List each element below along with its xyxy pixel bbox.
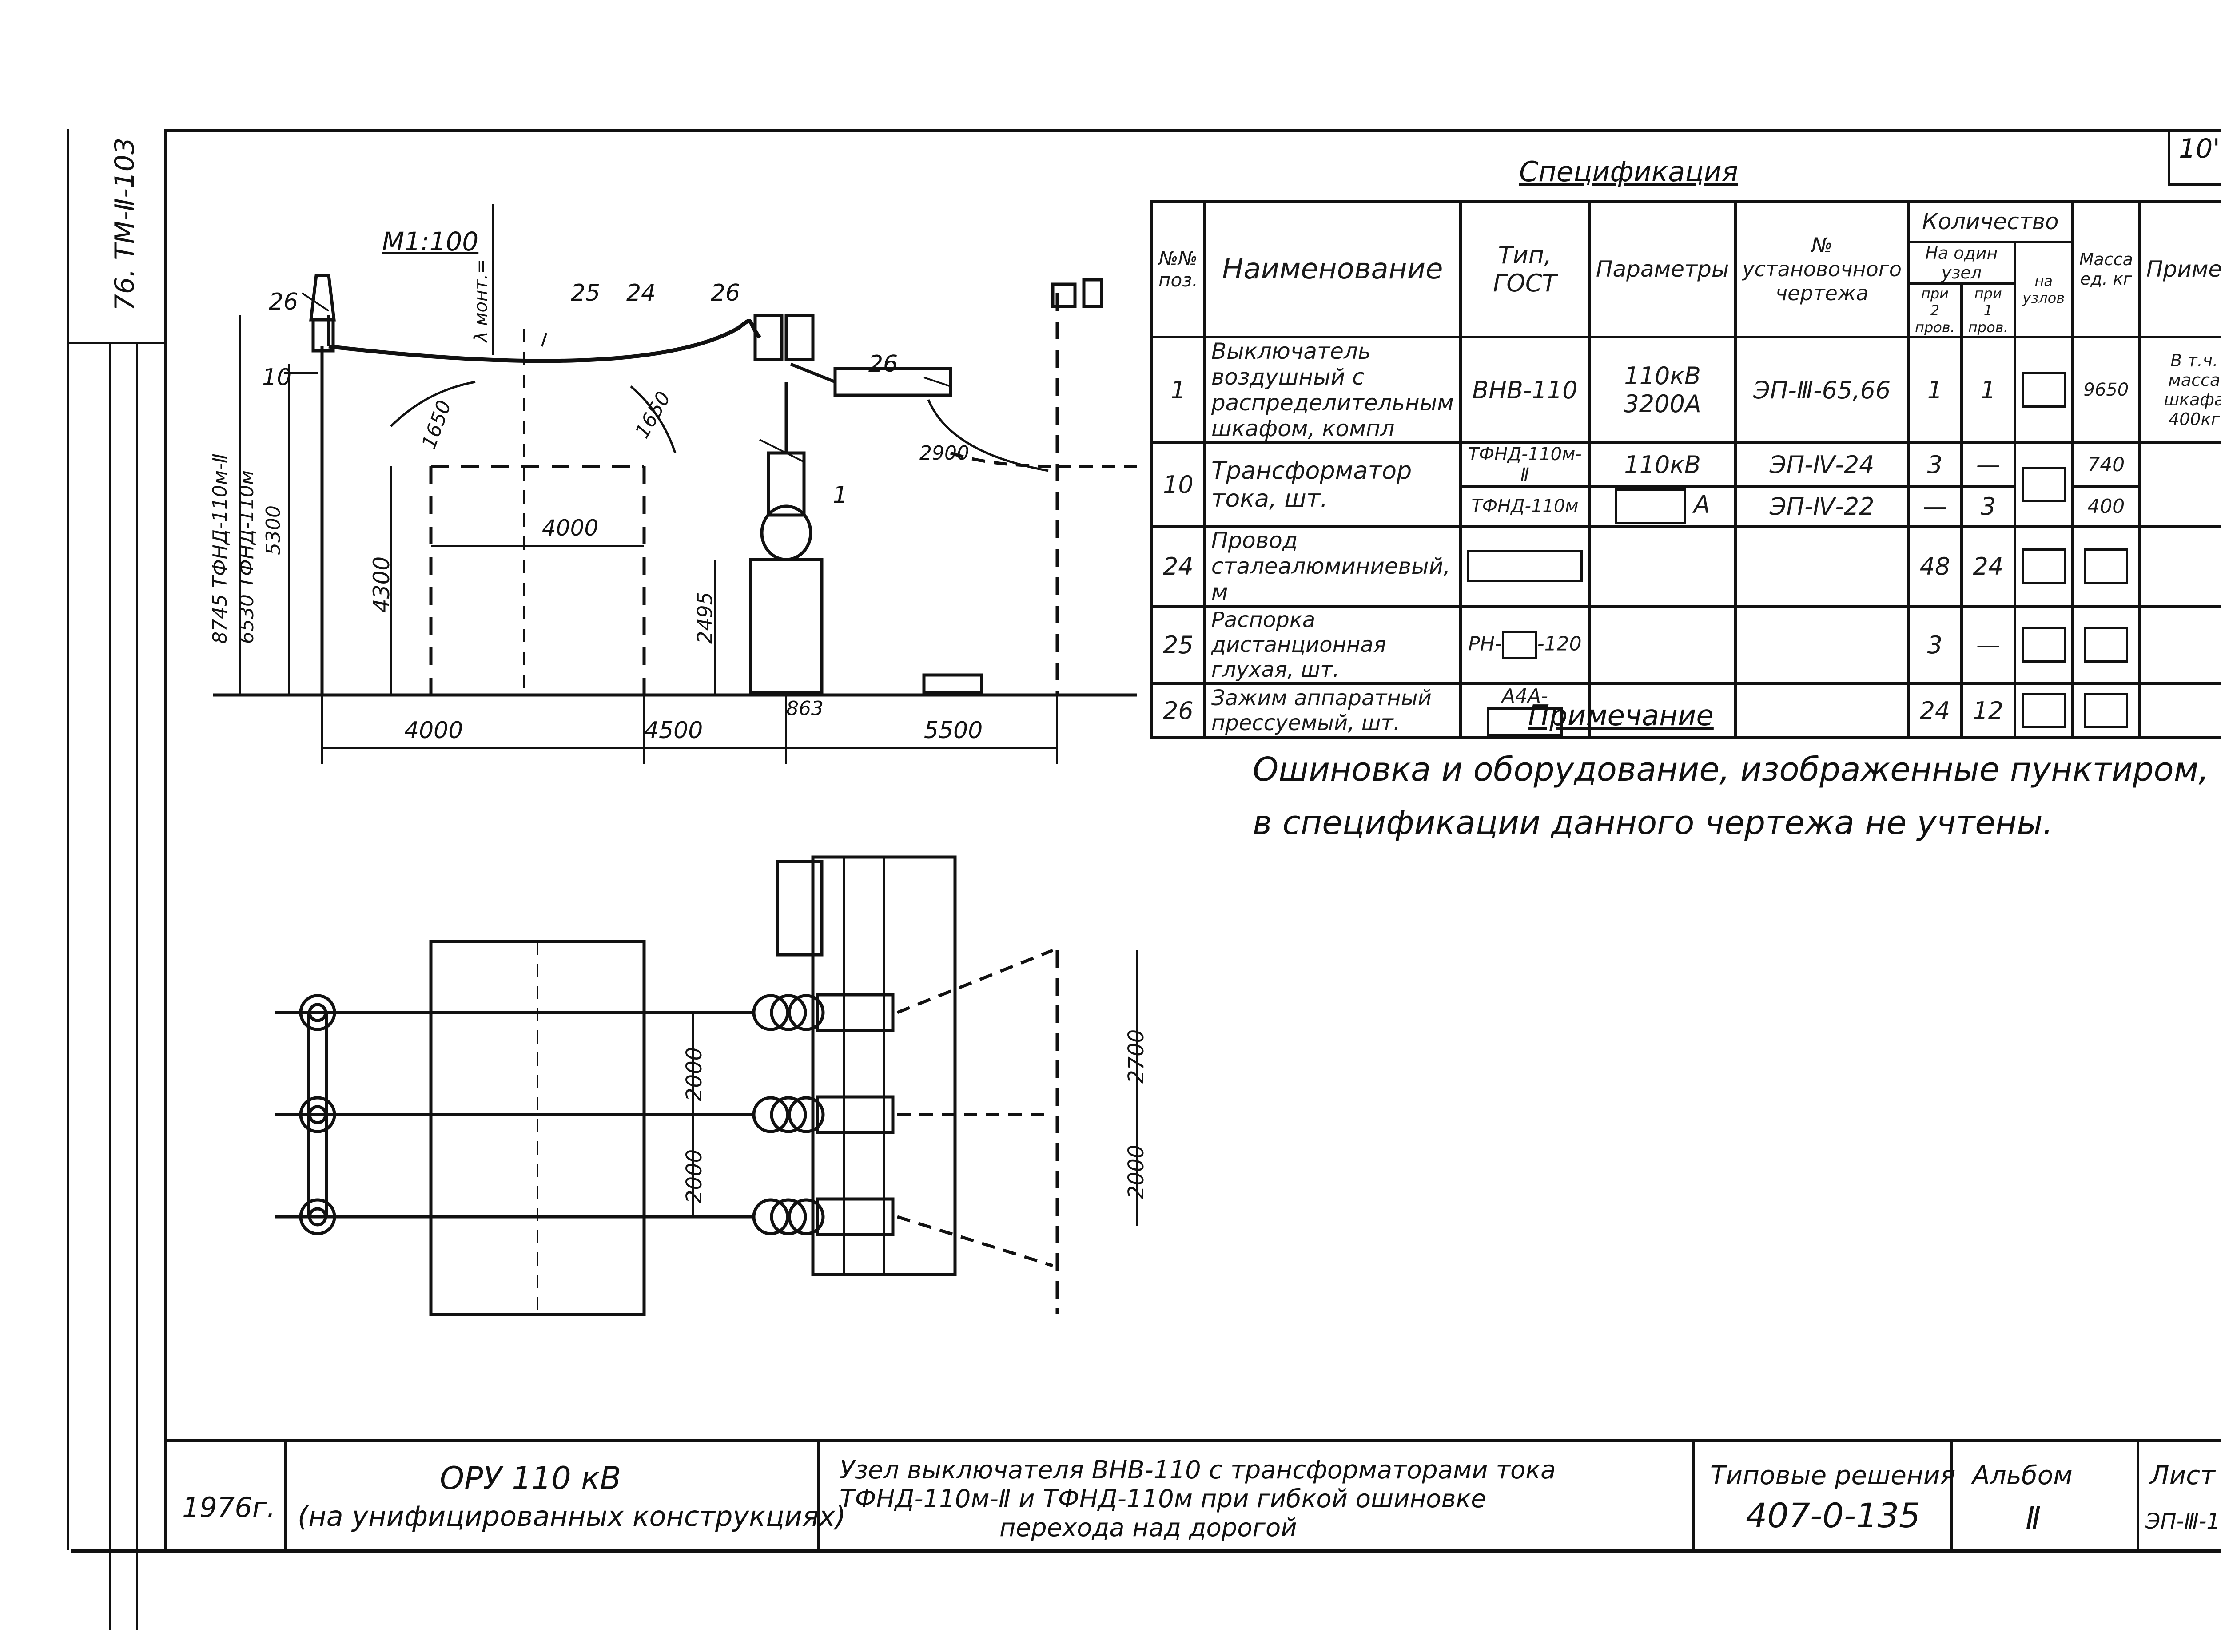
empty-cell-box (2021, 467, 2066, 502)
note-line-2: в спецификации данного чертежа не учтены… (1253, 804, 2054, 842)
side-stamp: 76. ТМ-Ⅱ-103 (109, 137, 141, 311)
sheet-label: Лист (2150, 1460, 2215, 1490)
corner-mark-box-h (2168, 183, 2221, 186)
dim-6530: 6530 ТФНД-110м (235, 470, 258, 644)
description-1: Узел выключателя ВНВ-110 с трансформатор… (840, 1456, 1556, 1485)
frame-left (164, 129, 167, 1550)
hdr-type: Тип, ГОСТ (1459, 200, 1591, 338)
table-row: 25 Распорка дистанционная глухая, шт. РН… (1150, 605, 2221, 685)
empty-cell-box (2021, 627, 2066, 663)
hdr-num: №№ поз. (1150, 200, 1206, 338)
table-row: 1 Выключатель воздушный с распределитель… (1150, 336, 2221, 444)
project-title: ОРУ 110 кВ (440, 1460, 621, 1497)
dim-4000: 4000 (404, 717, 463, 744)
empty-cell-box (1615, 488, 1686, 524)
plan-dim-2000-c: 2000 (1124, 1144, 1149, 1199)
table-row: ТФНД-110м А ЭП-Ⅳ-22 — 3 400 (1152, 485, 2221, 528)
empty-cell-box (2084, 548, 2129, 584)
corner-mark: 10' (2179, 133, 2220, 164)
empty-cell-box (2021, 372, 2066, 408)
label-26-mid: 26 (711, 280, 740, 306)
dim-863: 863 (786, 697, 824, 720)
year: 1976г. (182, 1491, 276, 1524)
empty-cell-box (2084, 693, 2129, 728)
table-row: 24 Провод сталеалюминиевый, м 48 24 (1150, 525, 2221, 608)
table-row: 10 Трансформатор тока, шт. ТФНД-110м-Ⅱ 1… (1150, 441, 2221, 528)
series-number: 407-0-135 (1746, 1496, 1921, 1535)
side-stamp-column: 76. ТМ-Ⅱ-103 (69, 129, 164, 1630)
plan-drawing (275, 855, 1138, 1316)
elevation-drawing (213, 204, 1137, 764)
label-26-left: 26 (269, 289, 299, 315)
note-line-1: Ошиновка и оборудование, изображенные пу… (1253, 751, 2209, 789)
project-subtitle: (на унифицированных конструкциях) (298, 1500, 846, 1533)
hdr-note: Примеч. (2138, 200, 2221, 338)
dim-4500: 4500 (644, 717, 703, 744)
hdr-params: Параметры (1588, 200, 1737, 338)
frame-left-outer (67, 129, 69, 1550)
dim-2900: 2900 (919, 442, 969, 465)
dim-4300: 4300 (369, 556, 394, 613)
table-row: 26 Зажим аппаратный прессуемый, шт. А4А-… (1150, 682, 2221, 739)
frame-top (164, 129, 2221, 132)
empty-cell-box (1501, 630, 1537, 659)
spec-table: №№ поз. Наименование Тип, ГОСТ Параметры… (1150, 200, 2221, 739)
hdr-mass: Масса ед. кг (2071, 200, 2141, 338)
plan-dim-2000-b: 2000 (682, 1149, 707, 1203)
sheet-number: ЭП-Ⅲ-103 (2145, 1509, 2221, 1534)
dim-4000-portal: 4000 (542, 515, 599, 541)
dim-5300: 5300 (262, 505, 285, 555)
dim-5500: 5500 (924, 717, 983, 744)
description-3: перехода над дорогой (999, 1513, 1297, 1542)
empty-cell-box (1487, 707, 1563, 736)
hdr-qty-2: при 2 пров. (1907, 282, 1963, 338)
label-1: 1 (833, 482, 848, 508)
frame-bottom (71, 1549, 2221, 1553)
spec-title: Спецификация (1519, 155, 1739, 188)
scale-label: М1:100 (382, 226, 479, 257)
series-label: Типовые решения (1710, 1460, 1956, 1490)
empty-cell-box (2021, 548, 2066, 584)
dim-2495: 2495 (693, 592, 717, 644)
album-label: Альбом (1972, 1460, 2073, 1490)
corner-mark-box-v (2168, 131, 2170, 185)
hdr-name: Наименование (1203, 200, 1462, 338)
hdr-qty: Количество (1907, 200, 2074, 243)
hdr-drawing: № установочного чертежа (1734, 200, 1910, 338)
plan-dim-2000-a: 2000 (682, 1047, 707, 1101)
hdr-qty-nodes: на узлов (2013, 241, 2074, 338)
label-25: 25 (571, 280, 601, 306)
hdr-qty-1: при 1 пров. (1960, 282, 2016, 338)
label-10: 10 (262, 364, 292, 391)
empty-cell-box (2021, 693, 2066, 728)
dim-8745: 8745 ТФНД-110м-Ⅱ (209, 453, 231, 644)
label-26-right: 26 (868, 351, 898, 377)
description-2: ТФНД-110м-Ⅱ и ТФНД-110м при гибкой ошино… (840, 1485, 1486, 1513)
plan-dim-2700: 2700 (1124, 1029, 1149, 1084)
note-title: Примечание (1528, 699, 1714, 732)
album-number: Ⅱ (2026, 1500, 2041, 1537)
empty-cell-box (1467, 550, 1583, 582)
hdr-qty-one: На один узел (1907, 241, 2016, 285)
empty-cell-box (2084, 627, 2129, 663)
label-24: 24 (626, 280, 656, 306)
title-block: 1976г. ОРУ 110 кВ (на унифицированных ко… (164, 1439, 2221, 1553)
mount-label: λ монт.= (471, 259, 491, 342)
